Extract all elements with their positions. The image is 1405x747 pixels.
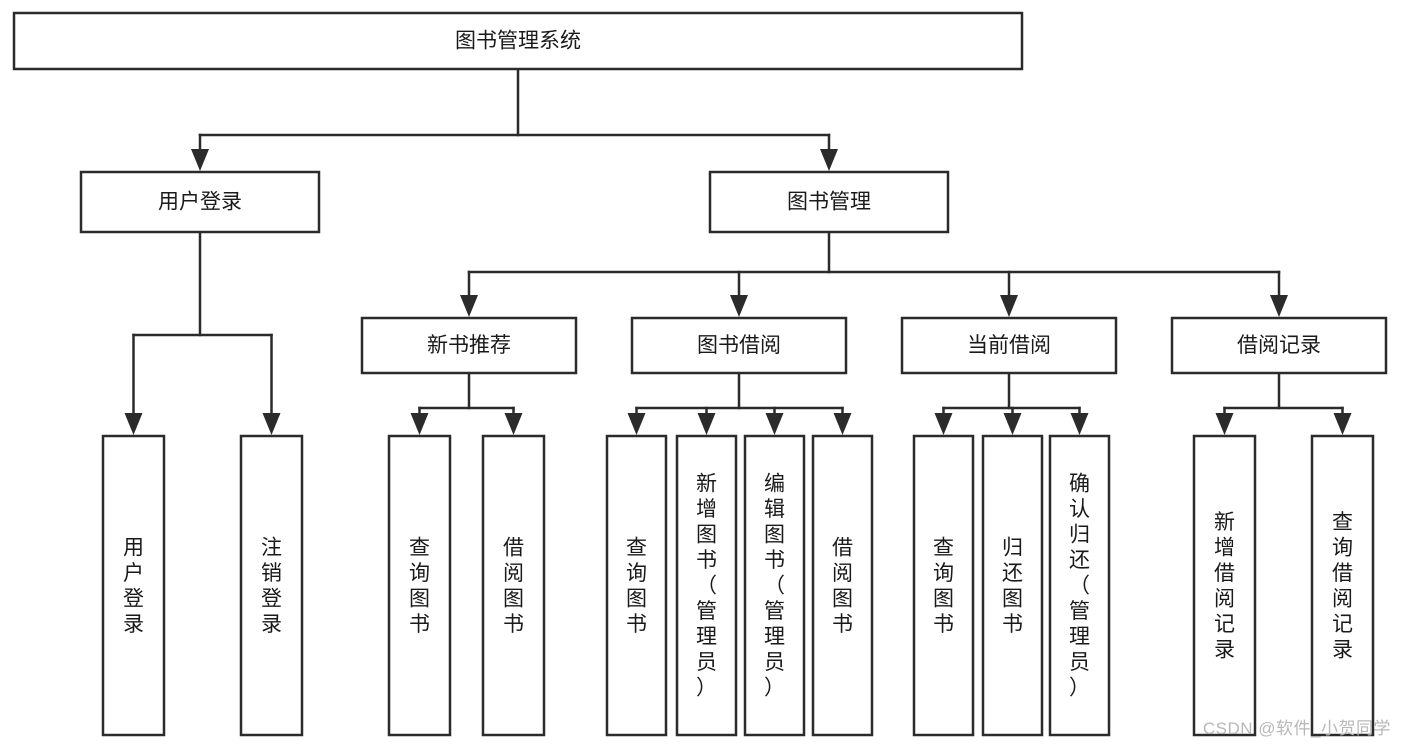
book-borrow-to-leaves-arrowhead-3: [833, 413, 852, 435]
user-login-to-leaves-arrowhead-0: [124, 413, 143, 435]
node-label: 注销登录: [261, 536, 282, 636]
node-leaf-query-book-3[interactable]: 查询图书: [912, 434, 975, 737]
node-leaf-confirm-return[interactable]: 确认归还（管理员）: [1048, 434, 1111, 737]
node-label: 编辑图书（管理员）: [764, 473, 785, 700]
node-label: 查询图书: [933, 536, 954, 636]
node-label: 查询图书: [409, 536, 430, 636]
connector-edges: [124, 67, 1352, 435]
node-borrow-record[interactable]: 借阅记录: [1170, 316, 1388, 375]
node-box: [239, 434, 304, 737]
user-login-to-leaves-arrowhead-1: [262, 413, 281, 435]
node-leaf-query-record[interactable]: 查询借阅记录: [1310, 434, 1375, 737]
node-box: [481, 434, 546, 737]
node-box: [605, 434, 668, 737]
node-box: [981, 434, 1044, 737]
node-box: [1170, 316, 1388, 375]
book-borrow-to-leaves-arrowhead-2: [765, 413, 784, 435]
node-current-borrow[interactable]: 当前借阅: [900, 316, 1118, 375]
node-box: [900, 316, 1118, 375]
node-leaf-user-logout[interactable]: 注销登录: [239, 434, 304, 737]
node-label: 新增借阅记录: [1214, 511, 1235, 662]
node-leaf-borrow-book-2[interactable]: 借阅图书: [811, 434, 874, 737]
diagram-nodes: 图书管理系统用户登录图书管理新书推荐图书借阅当前借阅借阅记录用户登录注销登录查询…: [12, 11, 1388, 737]
node-label: 图书借阅: [697, 334, 781, 357]
node-box: [708, 170, 950, 234]
node-new-book-recommend[interactable]: 新书推荐: [360, 316, 578, 375]
node-label: 借阅图书: [503, 536, 524, 636]
node-label: 归还图书: [1002, 536, 1023, 636]
book-manage-to-level3-arrowhead-3: [1270, 295, 1288, 317]
book-manage-to-level3-arrowhead-2: [1000, 295, 1018, 317]
node-box: [912, 434, 975, 737]
node-box: [675, 434, 738, 737]
node-leaf-edit-book[interactable]: 编辑图书（管理员）: [743, 434, 806, 737]
node-box: [630, 316, 848, 375]
root-to-level2-arrowhead-0: [191, 149, 209, 171]
node-box: [79, 170, 321, 234]
node-leaf-query-book-2[interactable]: 查询图书: [605, 434, 668, 737]
current-borrow-to-leaves-arrowhead-1: [1003, 413, 1022, 435]
current-borrow-to-leaves-arrowhead-0: [934, 413, 953, 435]
borrow-record-to-leaves-arrowhead-1: [1333, 413, 1352, 435]
node-label: 用户登录: [158, 191, 242, 214]
node-root-root[interactable]: 图书管理系统: [12, 11, 1024, 71]
node-box: [12, 11, 1024, 71]
node-label: 图书管理: [787, 191, 871, 214]
node-box: [1048, 434, 1111, 737]
node-label: 借阅图书: [832, 536, 853, 636]
node-leaf-return-book[interactable]: 归还图书: [981, 434, 1044, 737]
node-box: [360, 316, 578, 375]
node-box: [101, 434, 166, 737]
node-book-borrow[interactable]: 图书借阅: [630, 316, 848, 375]
node-leaf-query-book-1[interactable]: 查询图书: [387, 434, 452, 737]
node-user-login[interactable]: 用户登录: [79, 170, 321, 234]
new-book-recommend-to-leaves-arrowhead-1: [504, 413, 523, 435]
node-label: 新书推荐: [427, 334, 511, 357]
node-label: 用户登录: [123, 536, 144, 636]
node-leaf-add-book[interactable]: 新增图书（管理员）: [675, 434, 738, 737]
node-leaf-borrow-book-1[interactable]: 借阅图书: [481, 434, 546, 737]
book-manage-to-level3-arrowhead-1: [730, 295, 748, 317]
book-borrow-to-leaves-arrowhead-1: [697, 413, 716, 435]
node-label: 查询借阅记录: [1332, 511, 1353, 662]
node-label: 查询图书: [626, 536, 647, 636]
borrow-record-to-leaves-arrowhead-0: [1215, 413, 1234, 435]
node-leaf-user-login[interactable]: 用户登录: [101, 434, 166, 737]
node-label: 借阅记录: [1237, 334, 1321, 357]
new-book-recommend-to-leaves-arrowhead-0: [410, 413, 429, 435]
node-label: 新增图书（管理员）: [696, 473, 717, 700]
node-box: [1192, 434, 1257, 737]
node-label: 图书管理系统: [455, 30, 581, 53]
node-leaf-add-record[interactable]: 新增借阅记录: [1192, 434, 1257, 737]
current-borrow-to-leaves-arrowhead-2: [1070, 413, 1089, 435]
node-book-manage[interactable]: 图书管理: [708, 170, 950, 234]
node-box: [387, 434, 452, 737]
node-box: [743, 434, 806, 737]
node-box: [1310, 434, 1375, 737]
book-borrow-to-leaves-arrowhead-0: [627, 413, 646, 435]
node-label: 确认归还（管理员）: [1069, 473, 1090, 700]
root-to-level2-arrowhead-1: [820, 149, 838, 171]
book-manage-to-level3-arrowhead-0: [460, 295, 478, 317]
node-box: [811, 434, 874, 737]
node-label: 当前借阅: [967, 334, 1051, 357]
csdn-watermark: CSDN @软件_小贺同学: [1202, 719, 1391, 738]
